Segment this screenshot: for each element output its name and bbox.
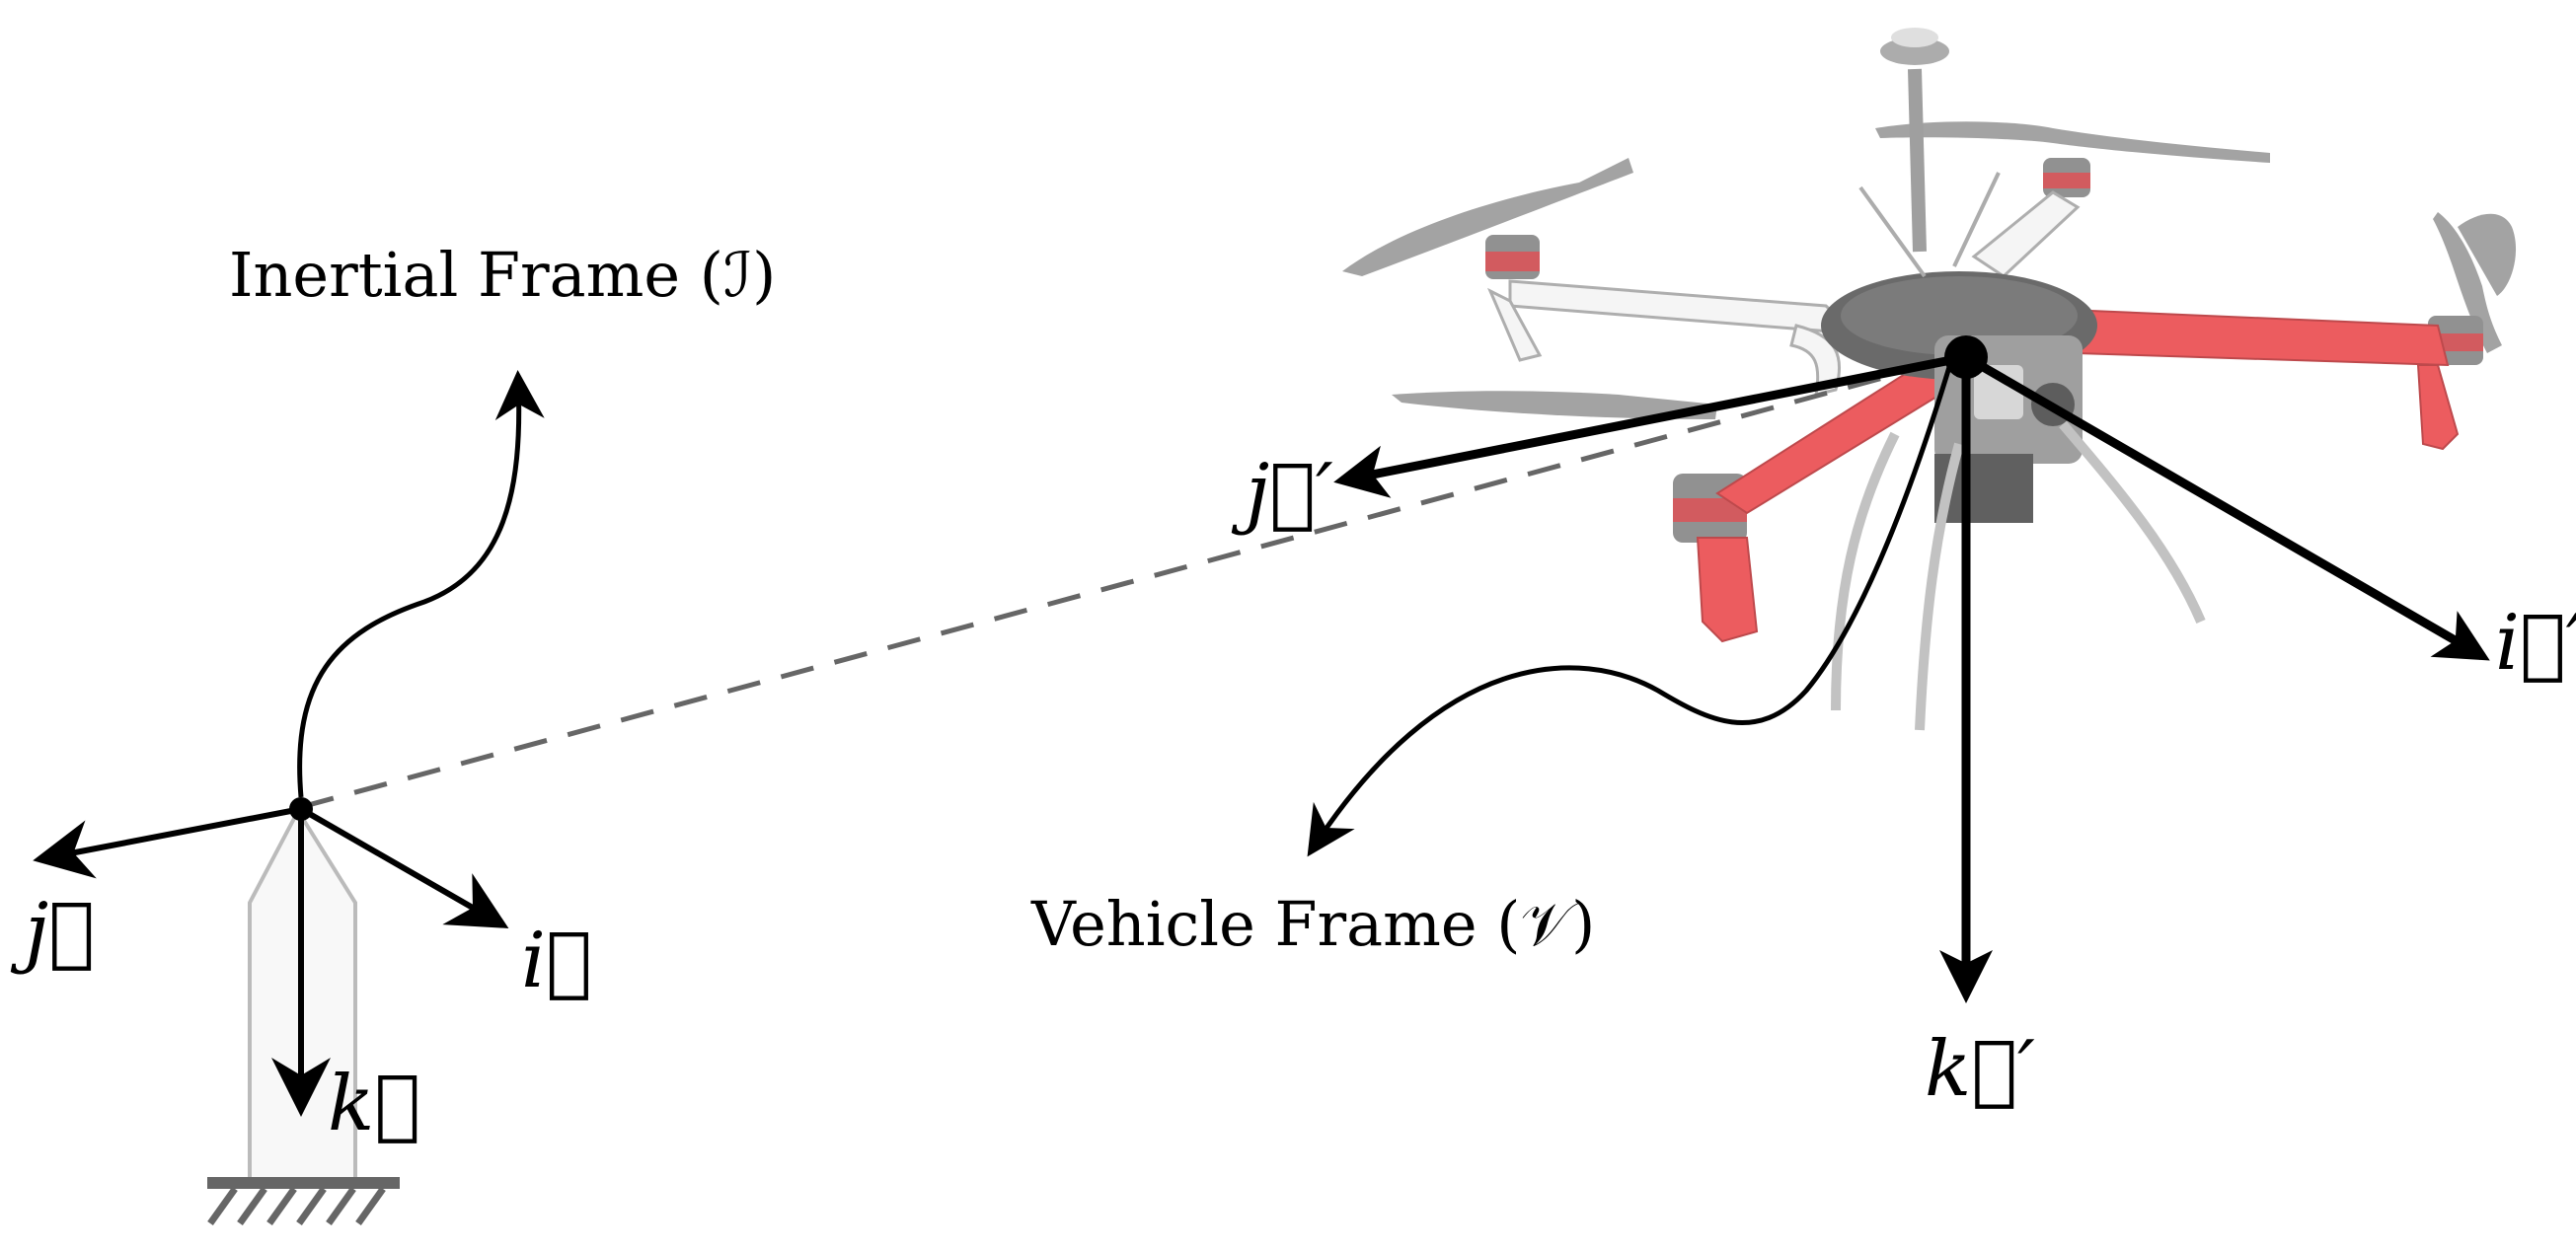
inertial-frame-axes: [33, 806, 509, 1117]
vehicle-axis-k-label: k⃗′: [1925, 1025, 2035, 1114]
frame-link-dashed-line: [300, 354, 1960, 810]
drone-central-body: [1821, 271, 2097, 523]
inertial-frame-pointer-curve: [297, 370, 545, 798]
inertial-axis-i-label: i⃗: [521, 917, 592, 1005]
vehicle-axis-i-label: i⃗′: [2495, 599, 2576, 688]
inertial-frame-origin: [289, 797, 313, 821]
vehicle-frame-label: Vehicle Frame (𝒱): [1030, 888, 1595, 960]
vehicle-axis-j-label: j⃗′: [1231, 448, 1333, 537]
ground-plate: [207, 1177, 400, 1189]
inertial-axis-j-label: j⃗: [10, 887, 95, 976]
inertial-frame-label: Inertial Frame (ℐ): [229, 239, 776, 311]
vehicle-frame-pointer-curve: [1307, 366, 1952, 857]
vehicle-frame-axes: [1333, 352, 2490, 1003]
drone-landing-gear: [1831, 420, 2206, 731]
vehicle-axis-j-arrow: [1333, 352, 1967, 498]
inertial-axis-i-arrow: [299, 806, 509, 928]
quadcopter-drone-image: [1342, 28, 2517, 731]
drone-propellers: [1342, 121, 2517, 419]
vehicle-frame-origin: [1944, 335, 1988, 379]
inertial-axis-j-arrow: [33, 806, 302, 879]
inertial-axis-k-label: k⃗: [328, 1060, 420, 1148]
drone-gps-mast: [1858, 28, 2001, 278]
vehicle-axis-i-arrow: [1963, 353, 2490, 661]
ground-hatching: [207, 1186, 386, 1226]
